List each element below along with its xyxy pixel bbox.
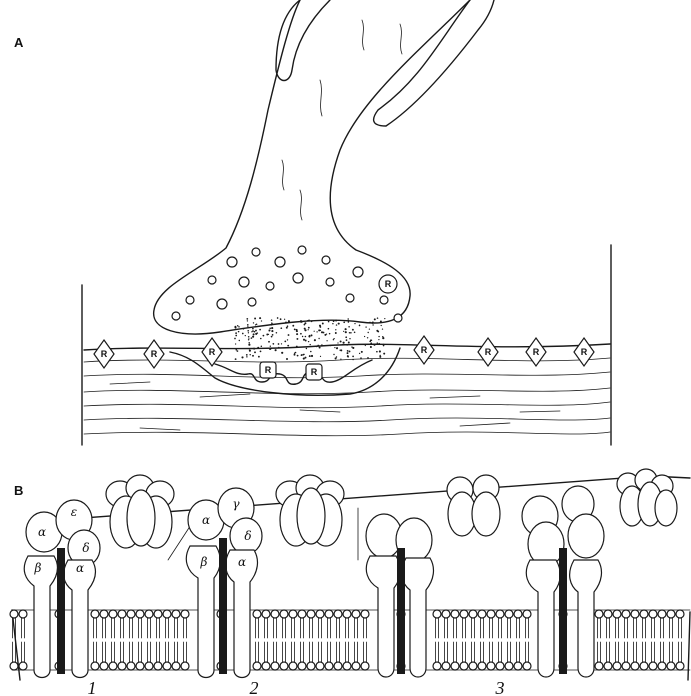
receptor-label: R — [533, 347, 540, 357]
receptor-top-view-3b — [617, 469, 677, 526]
receptor-markers: R R R R R R R R R R — [94, 275, 594, 380]
subunit-beta-label: β — [34, 561, 42, 575]
receptor-label: R — [421, 345, 428, 355]
receptor-complex-3b — [522, 486, 604, 677]
subunit-alpha-label-3: α — [202, 513, 210, 527]
panel-b-label: B — [14, 483, 23, 498]
nerve-terminal — [154, 0, 494, 334]
panel-a-label: A — [14, 35, 24, 50]
stage-number-3: 3 — [495, 678, 505, 696]
subunit-alpha-label-4: α — [238, 555, 246, 569]
receptor-top-view-1 — [106, 475, 174, 548]
receptor-square: R — [306, 364, 322, 380]
synaptic-vesicles — [172, 246, 402, 322]
receptor-diamond: R — [144, 340, 164, 368]
synaptic-cleft-stipple — [234, 317, 385, 360]
stage-number-1: 1 — [88, 678, 97, 696]
receptor-complex-2: α γ δ β α — [186, 488, 262, 678]
subunit-beta-label-2: β — [200, 555, 208, 569]
receptor-top-view-2 — [276, 475, 344, 546]
receptor-diamond: R — [414, 336, 434, 364]
receptor-square: R — [260, 362, 276, 378]
receptor-label: R — [101, 349, 108, 359]
subunit-alpha-label: α — [38, 525, 46, 539]
receptor-label: R — [485, 347, 492, 357]
subunit-gamma-label: γ — [232, 497, 240, 511]
receptor-diamond: R — [202, 338, 222, 366]
receptor-diamond: R — [574, 338, 594, 366]
stage-number-2: 2 — [250, 678, 259, 696]
receptor-complex-3a — [366, 514, 433, 677]
receptor-diamond: R — [478, 338, 498, 366]
receptor-label: R — [581, 347, 588, 357]
subunit-alpha-label-2: α — [76, 561, 84, 575]
receptor-label: R — [265, 365, 272, 375]
receptor-label: R — [151, 349, 158, 359]
receptor-label: R — [385, 279, 392, 289]
subunit-epsilon-label: ε — [71, 505, 77, 519]
subunit-delta-label-2: δ — [244, 529, 251, 543]
receptor-diamond: R — [94, 340, 114, 368]
receptor-circle: R — [379, 275, 397, 293]
subunit-delta-label: δ — [82, 541, 89, 555]
receptor-top-view-3a — [447, 475, 500, 536]
receptor-label: R — [311, 367, 318, 377]
junctional-folds — [215, 360, 372, 384]
receptor-label: R — [209, 347, 216, 357]
receptor-diamond: R — [526, 338, 546, 366]
receptor-complex-1: α ε δ β α — [24, 500, 100, 678]
